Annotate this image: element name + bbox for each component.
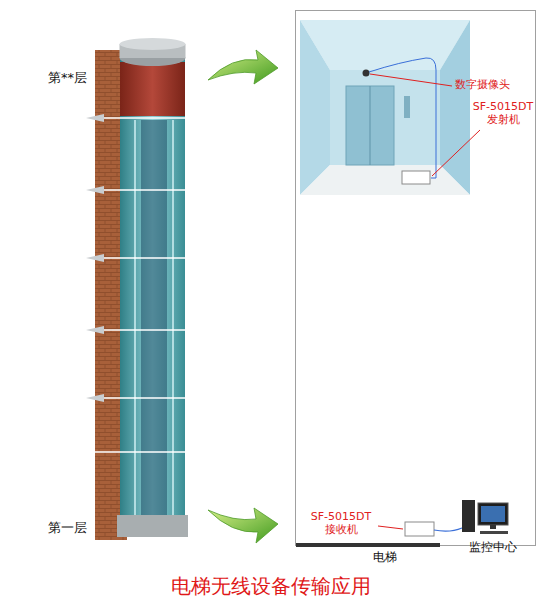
pc-stand <box>490 525 496 529</box>
cabin-door <box>370 86 371 165</box>
callout-label: SF-5015DT 接收机 <box>306 510 376 536</box>
floor-ledges <box>86 114 104 402</box>
elevator-floor-line <box>296 543 440 547</box>
leader-line <box>432 130 480 176</box>
pc-tower <box>462 500 475 532</box>
pc-keyboard <box>480 531 508 534</box>
computer-icon <box>462 500 508 534</box>
caption: 电梯无线设备传输应用 <box>0 574 545 598</box>
shaft-rails <box>135 120 173 515</box>
cabin-floor <box>300 165 470 195</box>
pc-screen <box>481 506 505 522</box>
tower-cap <box>120 38 186 50</box>
cabin-back-wall <box>330 70 440 165</box>
cabin-wall <box>440 20 470 195</box>
pc-monitor <box>478 503 508 525</box>
transmitter-device <box>402 171 430 184</box>
video-cable <box>369 58 436 178</box>
tower-base <box>117 515 188 537</box>
receiver-device <box>405 522 434 536</box>
elevator-label: 电梯 <box>360 550 410 564</box>
cabin-wall <box>300 20 330 195</box>
floor-label: 第一层 <box>48 520 108 536</box>
elevator-tower <box>86 38 200 540</box>
detail-panel <box>296 11 536 546</box>
leader-line <box>370 74 452 86</box>
shaft-core <box>141 120 167 515</box>
floor-slabs <box>88 118 200 452</box>
callout-label: 数字摄像头 <box>455 78 535 91</box>
cabin-door <box>346 86 394 165</box>
pointer-arrow <box>208 508 278 543</box>
data-cable <box>434 528 462 531</box>
top-floor-glass <box>120 62 185 116</box>
leader-line <box>378 526 403 529</box>
camera-symbol <box>363 70 370 77</box>
floor-label: 第**层 <box>48 70 108 86</box>
glass-shaft <box>120 58 185 518</box>
monitor-label: 监控中心 <box>458 540 528 554</box>
elevator-cabin <box>300 20 470 195</box>
callout-label: SF-5015DT 发射机 <box>468 100 538 126</box>
pointer-arrow <box>208 50 278 84</box>
button-panel <box>404 96 410 118</box>
